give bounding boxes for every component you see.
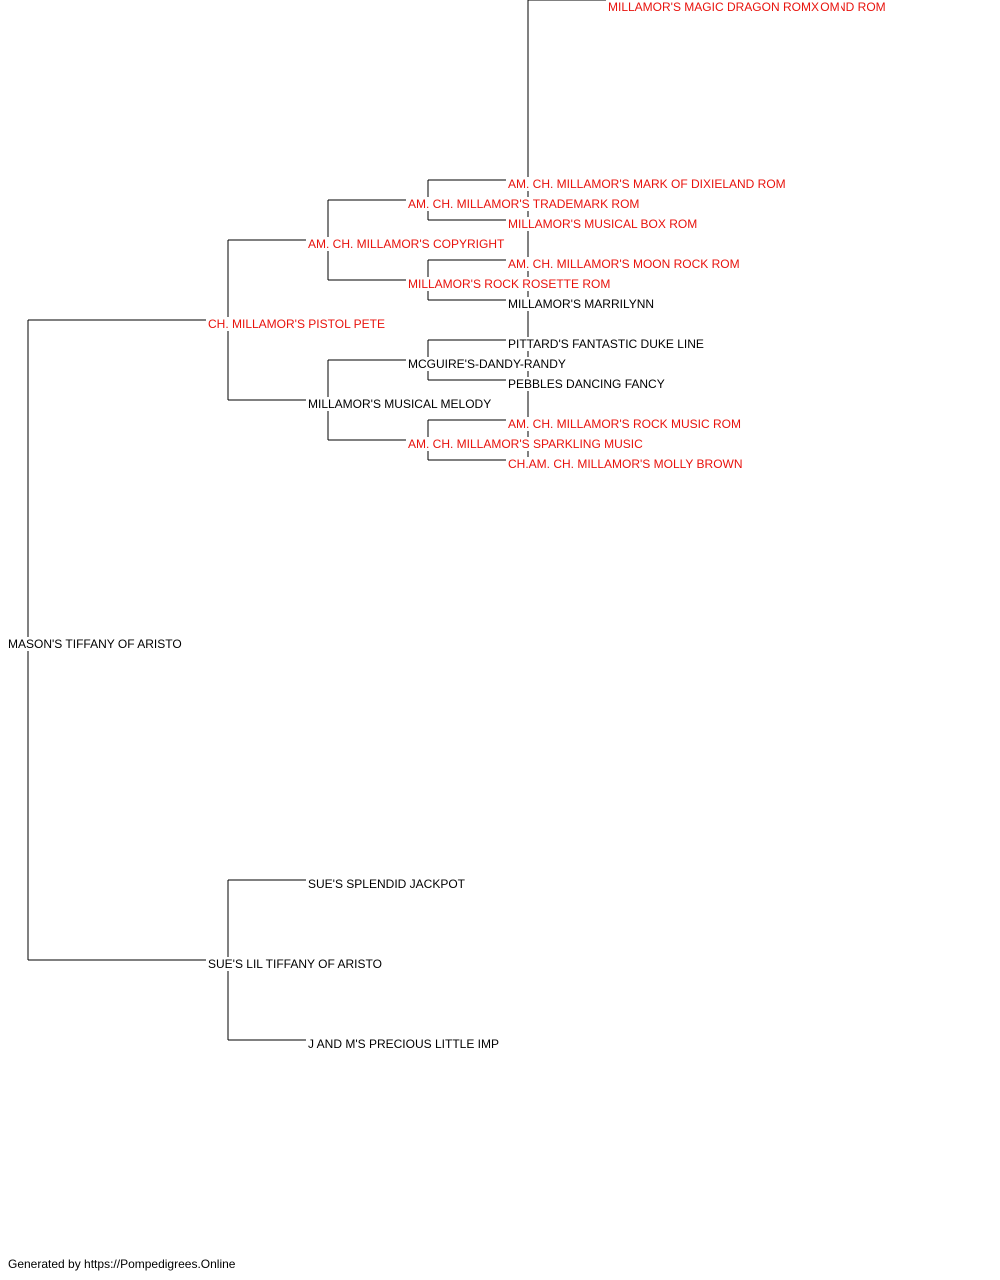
pedigree-node-sire-sire-dam-dam: MILLAMOR'S MARRILYNN <box>507 297 656 311</box>
pedigree-node-dam: SUE'S LIL TIFFANY OF ARISTO <box>207 957 383 971</box>
pedigree-node-sire-dam-dam: AM. CH. MILLAMOR'S SPARKLING MUSIC <box>407 437 644 451</box>
pedigree-node-sire-sire-sire: AM. CH. MILLAMOR'S TRADEMARK ROM <box>407 197 641 211</box>
footer-credit: Generated by https://Pompedigrees.Online <box>8 1257 236 1271</box>
pedigree-node-sire-dam-sire: MCGUIRE'S-DANDY-RANDY <box>407 357 567 371</box>
pedigree-node-sire-dam-dam-dam-dam: MILLAMOR'S MAGIC DRAGON ROMX <box>607 0 820 14</box>
pedigree-node-sire-dam: MILLAMOR'S MUSICAL MELODY <box>307 397 493 411</box>
pedigree-node-sire-sire-sire-sire: AM. CH. MILLAMOR'S MARK OF DIXIELAND ROM <box>507 177 787 191</box>
pedigree-node-sire-sire-dam: MILLAMOR'S ROCK ROSETTE ROM <box>407 277 612 291</box>
pedigree-node-sire: CH. MILLAMOR'S PISTOL PETE <box>207 317 386 331</box>
pedigree-node-subject: MASON'S TIFFANY OF ARISTO <box>7 637 183 651</box>
pedigree-node-sire-dam-dam-sire: AM. CH. MILLAMOR'S ROCK MUSIC ROM <box>507 417 742 431</box>
pedigree-node-sire-dam-sire-sire: PITTARD'S FANTASTIC DUKE LINE <box>507 337 705 351</box>
pedigree-node-sire-dam-sire-dam: PEBBLES DANCING FANCY <box>507 377 666 391</box>
pedigree-node-sire-sire-sire-dam: MILLAMOR'S MUSICAL BOX ROM <box>507 217 699 231</box>
pedigree-node-dam-dam: J AND M'S PRECIOUS LITTLE IMP <box>307 1037 500 1051</box>
pedigree-node-sire-sire: AM. CH. MILLAMOR'S COPYRIGHT <box>307 237 506 251</box>
pedigree-node-sire-dam-dam-dam: CH.AM. CH. MILLAMOR'S MOLLY BROWN <box>507 457 744 471</box>
pedigree-node-dam-sire: SUE'S SPLENDID JACKPOT <box>307 877 466 891</box>
pedigree-node-sire-sire-dam-sire: AM. CH. MILLAMOR'S MOON ROCK ROM <box>507 257 741 271</box>
